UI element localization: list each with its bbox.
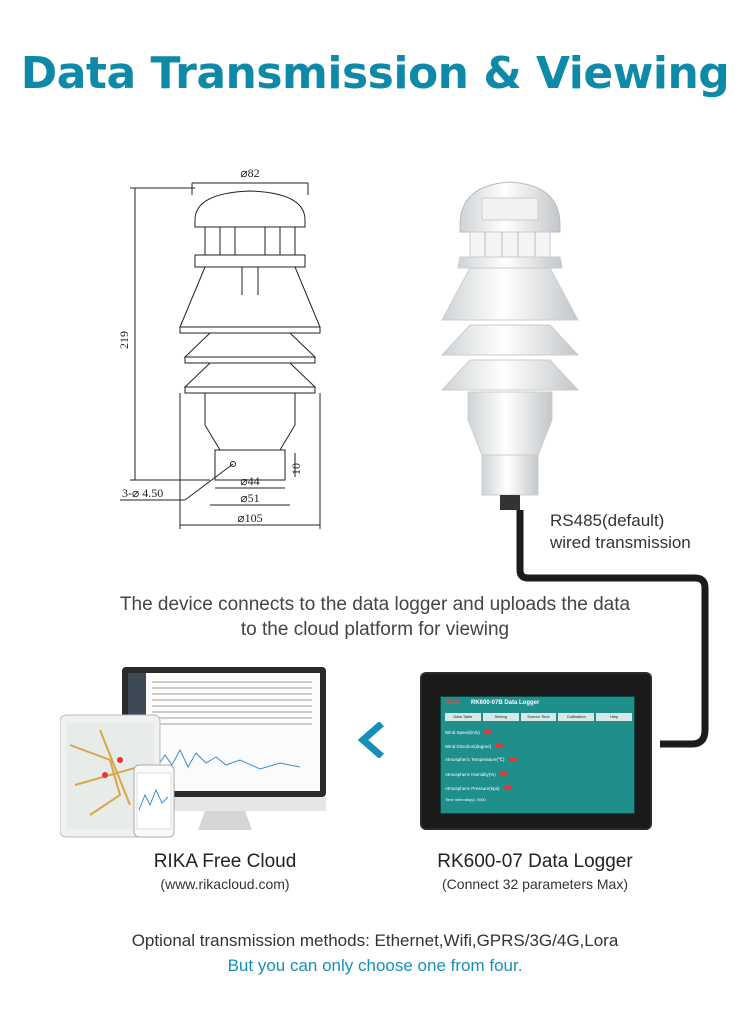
logger-screen-title: RK600-07B Data Logger [471, 700, 540, 706]
rs485-line1: RS485(default) [550, 511, 665, 530]
dim-105-label: ⌀105 [237, 511, 262, 525]
dim-top-label: ⌀82 [240, 166, 259, 180]
rs485-line2: wired transmission [550, 533, 691, 552]
reading-label: Wind Speed(m/s) [445, 729, 480, 735]
technical-drawing: ⌀82 219 ⌀44 ⌀51 ⌀105 10 3-⌀ 4.50 [117, 166, 321, 529]
transmission-methods: Optional transmission methods: Ethernet,… [131, 931, 619, 950]
cloud-url[interactable]: (www.rikacloud.com) [160, 876, 290, 892]
status-led-icon [508, 758, 517, 762]
logger-tab-setting[interactable]: Setting [482, 713, 519, 721]
status-led-icon [495, 744, 504, 748]
logger-reading-row: Wind Direction(degree) [445, 739, 634, 753]
logger-capacity: (Connect 32 parameters Max) [442, 876, 628, 892]
status-led-icon [503, 786, 512, 790]
logger-name: RK600-07 Data Logger [437, 851, 633, 872]
logger-tab-help[interactable]: Help [596, 713, 632, 721]
reading-label: Atmospheric Pressure(kpa) [445, 785, 500, 791]
connection-description: The device connects to the data logger a… [0, 592, 750, 642]
dim-height-label: 219 [117, 331, 131, 349]
page-title: Data Transmission & Viewing [20, 48, 730, 99]
dim-holes-label: 3-⌀ 4.50 [122, 486, 163, 500]
logger-tab-calibration[interactable]: Calibration [558, 713, 595, 721]
reading-label: Wind Direction(degree) [445, 743, 492, 749]
rs485-note: RS485(default) wired transmission [550, 510, 691, 554]
weather-station-device [440, 181, 580, 510]
logger-reading-row: Atmospheric Temperature(℃) [445, 753, 634, 767]
logger-screen-logo: RIKA [445, 700, 460, 706]
status-led-icon [483, 730, 492, 734]
transmission-note: But you can only choose one from four. [227, 956, 523, 975]
dim-10-label: 10 [289, 463, 303, 475]
rs485-cable [516, 510, 709, 748]
description-line1: The device connects to the data logger a… [119, 594, 631, 615]
reading-label: Atmospheric Humidity(%) [445, 771, 496, 777]
chevron-left-icon [357, 722, 384, 758]
logger-footer: Time Intervals(s): 0000 [445, 797, 486, 802]
reading-label: Atmospheric Temperature(℃) [445, 757, 505, 762]
cloud-devices-illustration [60, 667, 326, 838]
data-logger-device: RIKA RK600-07B Data Logger Data Table Se… [420, 672, 652, 830]
description-line2: to the cloud platform for viewing [240, 619, 510, 640]
logger-tab-screen-time[interactable]: Screen Time [520, 713, 557, 721]
dim-44-label: ⌀44 [240, 474, 259, 488]
dim-51-label: ⌀51 [240, 491, 259, 505]
status-led-icon [499, 772, 508, 776]
logger-label: RK600-07 Data Logger (Connect 32 paramet… [400, 851, 670, 892]
logger-screen-tabs: Data Table Setting Screen Time Calibrati… [445, 713, 632, 721]
logger-reading-row: Atmospheric Humidity(%) [445, 767, 634, 781]
cloud-name: RIKA Free Cloud [153, 851, 297, 872]
logger-tab-data-table[interactable]: Data Table [445, 713, 481, 721]
logger-readings: Wind Speed(m/s) Wind Direction(degree) A… [445, 725, 634, 795]
logger-reading-row: Atmospheric Pressure(kpa) [445, 781, 634, 795]
logger-reading-row: Wind Speed(m/s) [445, 725, 634, 739]
cloud-label: RIKA Free Cloud (www.rikacloud.com) [95, 851, 355, 892]
logger-screen: RIKA RK600-07B Data Logger Data Table Se… [440, 696, 635, 814]
